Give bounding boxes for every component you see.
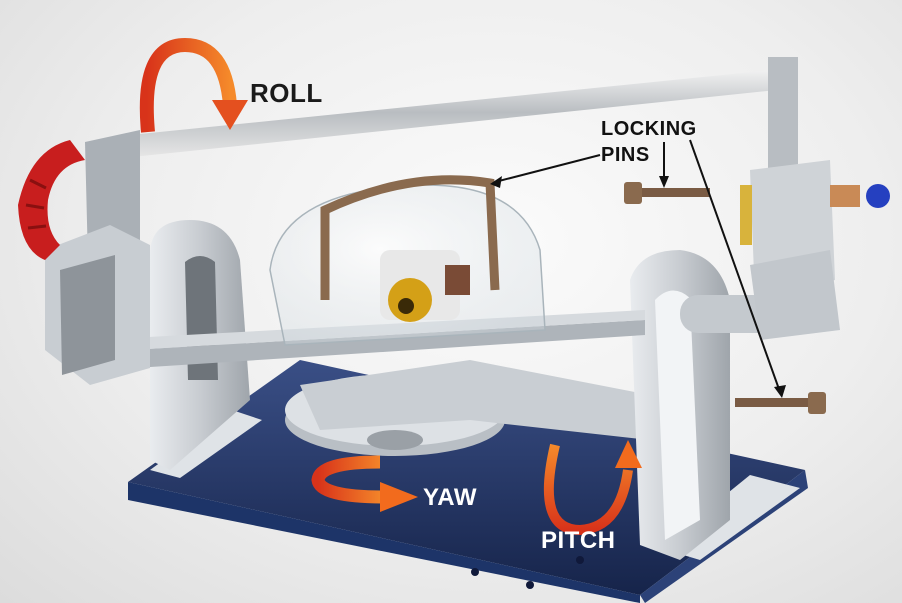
lower-yoke [300,360,650,440]
pitch-label: PITCH [541,527,616,554]
red-handle [18,140,85,260]
right-upright [630,250,780,560]
locking-label-line1: LOCKING [601,118,697,140]
locking-pin-upper [624,182,710,204]
left-bracket [45,130,150,385]
pitch-arrow-icon [543,440,642,536]
bronze-arch [320,175,500,300]
leader-lines [494,139,781,393]
roll-label: ROLL [250,78,323,108]
locking-pins-label: LOCKING PINS [601,116,697,168]
locking-label-line2: PINS [601,144,650,166]
locking-pin-lower [735,392,826,414]
right-bracket [740,160,890,340]
roll-arrow-icon [139,37,248,133]
yaw-arrow-icon [311,455,418,512]
inner-assembly [380,250,470,322]
yaw-label: YAW [423,484,477,511]
